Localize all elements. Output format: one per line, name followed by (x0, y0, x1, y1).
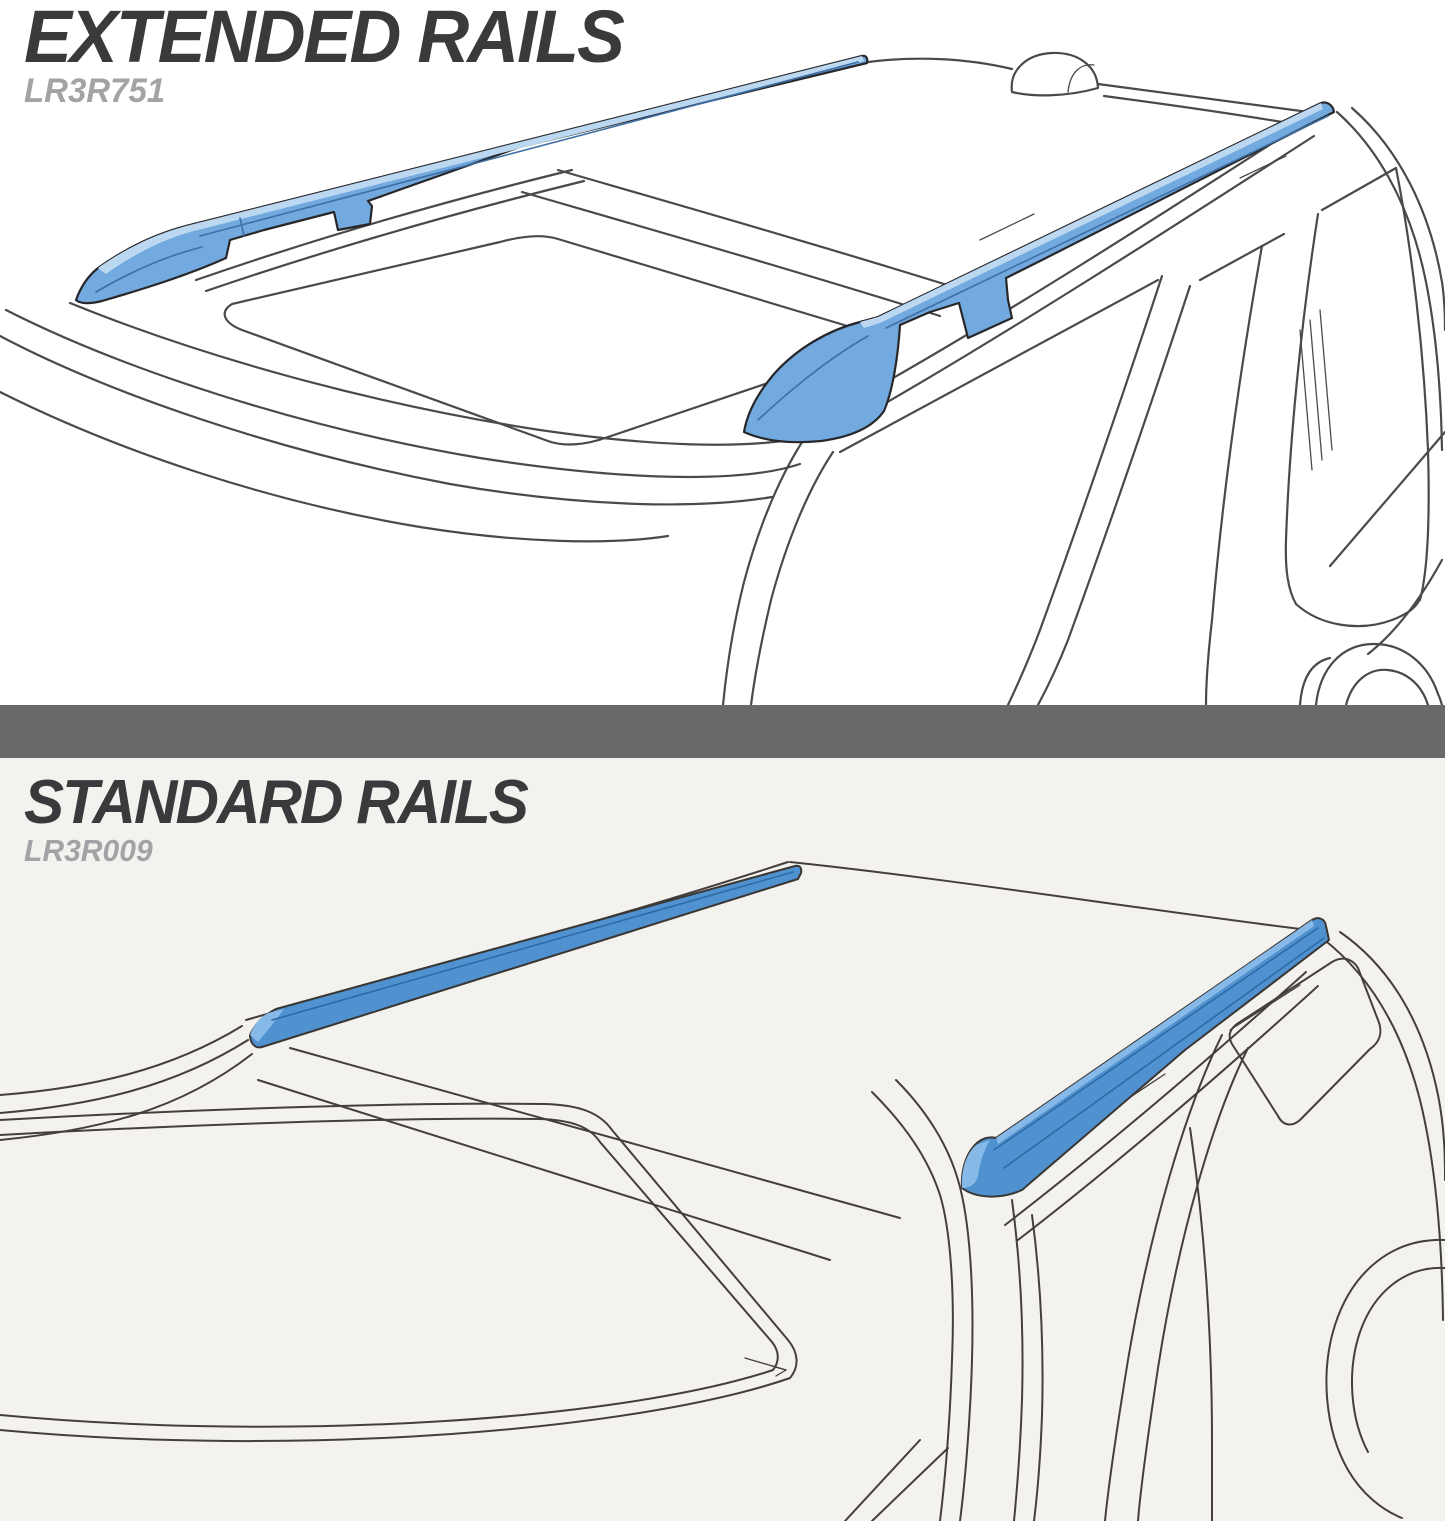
standard-rails-title-block: STANDARD RAILS LR3R009 (24, 768, 529, 868)
extended-rails-part-number: LR3R751 (24, 72, 166, 111)
extended-rails-illustration (0, 51, 1445, 705)
right-roof-rail-extended (742, 101, 1336, 444)
d-pillar-lines (1321, 931, 1445, 1321)
side-window-lines (838, 166, 1430, 705)
sunroof-arrow (744, 1357, 787, 1377)
standard-rails-part-number: LR3R009 (24, 832, 153, 868)
wheel-arch (1325, 1238, 1445, 1519)
wheel-arch (1298, 642, 1444, 705)
vehicle-line-art (0, 861, 1445, 1521)
extended-rails-panel: EXTENDED RAILS LR3R751 (0, 0, 1445, 705)
roof-seam-lines (520, 155, 1287, 318)
left-roof-rail-standard (249, 864, 803, 1049)
quarter-window (1228, 957, 1382, 1126)
windshield-lines (0, 301, 808, 543)
vehicle-line-art (0, 51, 1445, 705)
extended-rails-title-block: EXTENDED RAILS LR3R751 (24, 0, 625, 111)
roof-seam-lines (257, 984, 1301, 1261)
roof-gutter-lines (194, 122, 1316, 406)
extended-rails-title: EXTENDED RAILS (24, 0, 625, 78)
left-roof-rail-extended (74, 54, 869, 305)
standard-rails-illustration (0, 861, 1445, 1521)
antenna-pod (1010, 51, 1100, 97)
d-pillar-lines (1328, 106, 1445, 656)
standard-rails-panel: STANDARD RAILS LR3R009 (0, 758, 1445, 1521)
standard-rails-title: STANDARD RAILS (24, 768, 529, 837)
section-divider-bar (0, 705, 1445, 758)
pillar-lines (844, 1034, 1249, 1521)
windshield-lines (0, 1025, 253, 1141)
right-roof-rail-standard (960, 917, 1330, 1198)
a-pillar-lines (721, 434, 835, 705)
sunroof-outline (0, 1102, 798, 1443)
